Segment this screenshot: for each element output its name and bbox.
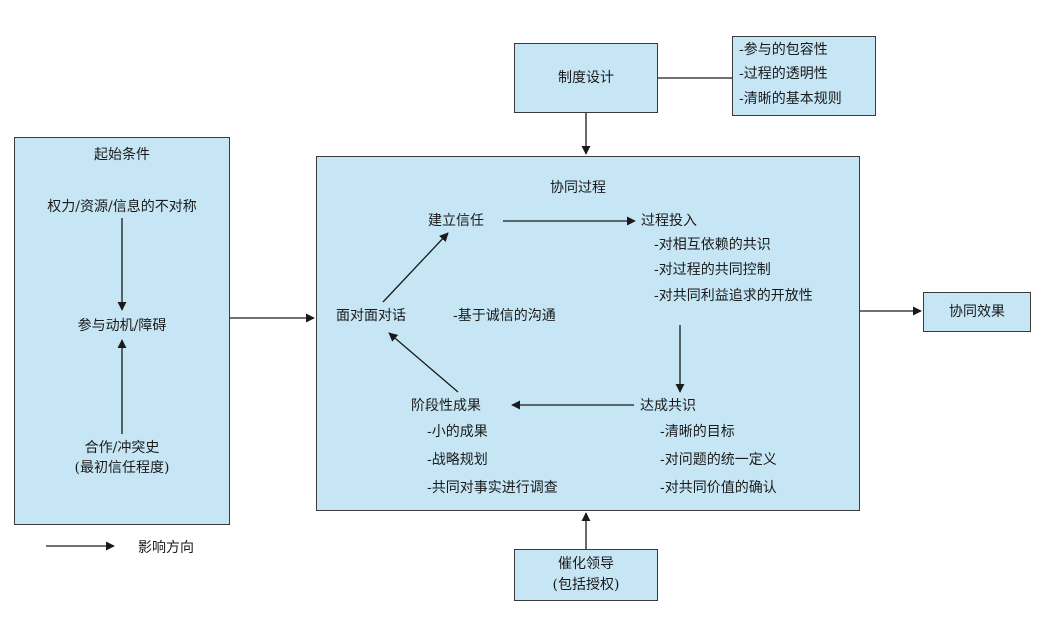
design-note: -清晰的基本规则 — [739, 91, 842, 107]
outcomes-item: -小的成果 — [427, 424, 488, 440]
outcomes-item: -共同对事实进行调查 — [427, 480, 558, 496]
design-note: -参与的包容性 — [739, 42, 828, 58]
dialogue-label: 面对面对话 — [336, 308, 406, 324]
understanding-item: -对共同价值的确认 — [660, 480, 777, 496]
commitment-item: -对相互依赖的共识 — [654, 237, 771, 253]
design-notes-box — [732, 36, 876, 116]
initial-trust-label: (最初信任程度) — [74, 460, 170, 476]
starting-conditions-box — [14, 137, 230, 525]
asymmetry-label: 权力/资源/信息的不对称 — [47, 199, 197, 215]
understanding-item: -对问题的统一定义 — [660, 452, 777, 468]
empowerment-label: (包括授权) — [552, 577, 620, 593]
collaborative-process-title: 协同过程 — [550, 180, 606, 196]
collaborative-process-box — [316, 156, 860, 511]
leadership-box — [514, 549, 658, 601]
outcomes-title: 阶段性成果 — [411, 398, 481, 414]
incentives-label: 参与动机/障碍 — [77, 318, 167, 334]
design-note: -过程的透明性 — [739, 66, 828, 82]
understanding-item: -清晰的目标 — [660, 424, 735, 440]
legend-label: 影响方向 — [138, 540, 194, 556]
understanding-title: 达成共识 — [640, 398, 696, 414]
outcomes-box-label: 协同效果 — [949, 304, 1005, 320]
commitment-title: 过程投入 — [641, 213, 697, 229]
dialogue-note: -基于诚信的沟通 — [453, 308, 556, 324]
starting-conditions-title: 起始条件 — [94, 147, 150, 163]
commitment-item: -对共同利益追求的开放性 — [654, 288, 813, 304]
trust-building-label: 建立信任 — [428, 213, 484, 229]
commitment-item: -对过程的共同控制 — [654, 262, 771, 278]
outcomes-box — [923, 292, 1031, 332]
leadership-label: 催化领导 — [558, 556, 614, 572]
institutional-design-box — [514, 43, 658, 113]
history-label: 合作/冲突史 — [84, 440, 160, 456]
institutional-design-title: 制度设计 — [558, 70, 614, 86]
outcomes-item: -战略规划 — [427, 452, 488, 468]
